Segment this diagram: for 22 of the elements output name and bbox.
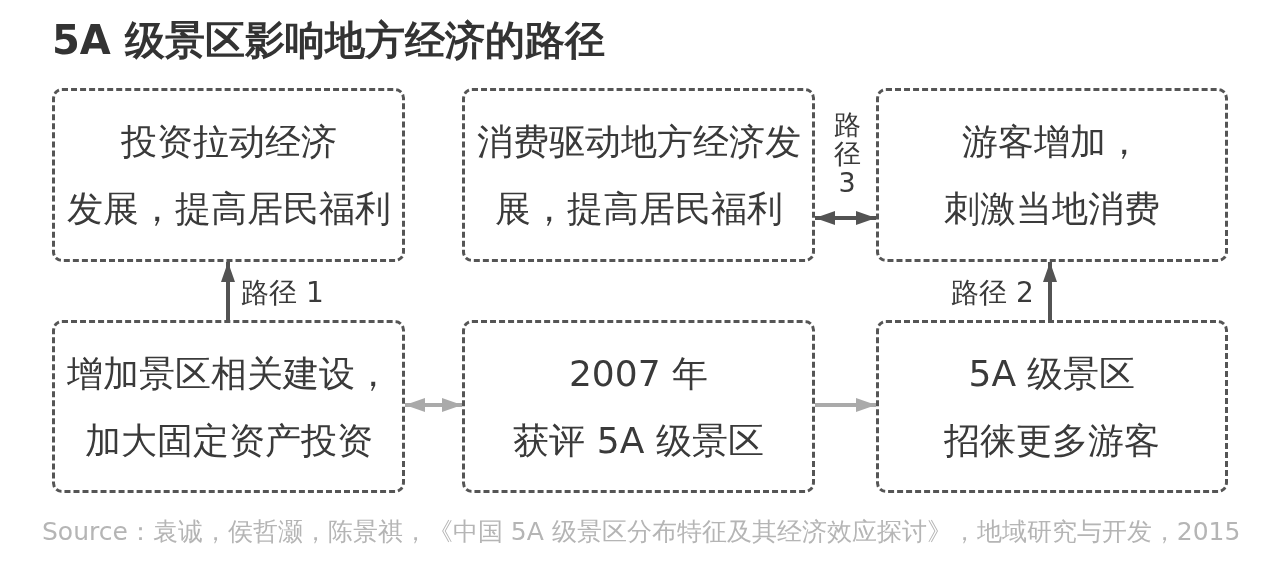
description-text: 增加景区相关建设，加大固定资产投资 xyxy=(66,351,391,463)
process-box xyxy=(52,88,405,262)
source-note: Source：袁诚，侯哲灏，陈景祺，《中国 5A 级景区分布特征及其经济效应探讨》，地域研究与开发，2015 xyxy=(42,516,1241,548)
process-box xyxy=(52,320,405,493)
double-arrow xyxy=(405,398,462,412)
double-arrow xyxy=(815,211,876,225)
process-box xyxy=(876,320,1228,493)
process-box xyxy=(462,320,815,493)
title: 5A 级景区影响地方经济的路径 xyxy=(52,16,605,65)
arrow xyxy=(1043,262,1057,320)
description-text: 5A 级景区招徕更多游客 xyxy=(944,351,1160,463)
arrow xyxy=(221,262,235,320)
process-box xyxy=(876,88,1228,262)
description-text: 消费驱动地方经济发展，提高居民福利 xyxy=(476,120,801,231)
description-text: 2007 年获评 5A 级景区 xyxy=(513,351,764,463)
edge-label: 路径 2 xyxy=(951,276,1034,310)
description-text: 投资拉动经济发展，提高居民福利 xyxy=(66,120,391,231)
description-text: 游客增加，刺激当地消费 xyxy=(944,120,1160,231)
process-box xyxy=(462,88,815,262)
arrow xyxy=(815,398,876,412)
edge-label: 路径3 xyxy=(833,110,862,197)
edge-label: 路径 1 xyxy=(241,276,324,310)
